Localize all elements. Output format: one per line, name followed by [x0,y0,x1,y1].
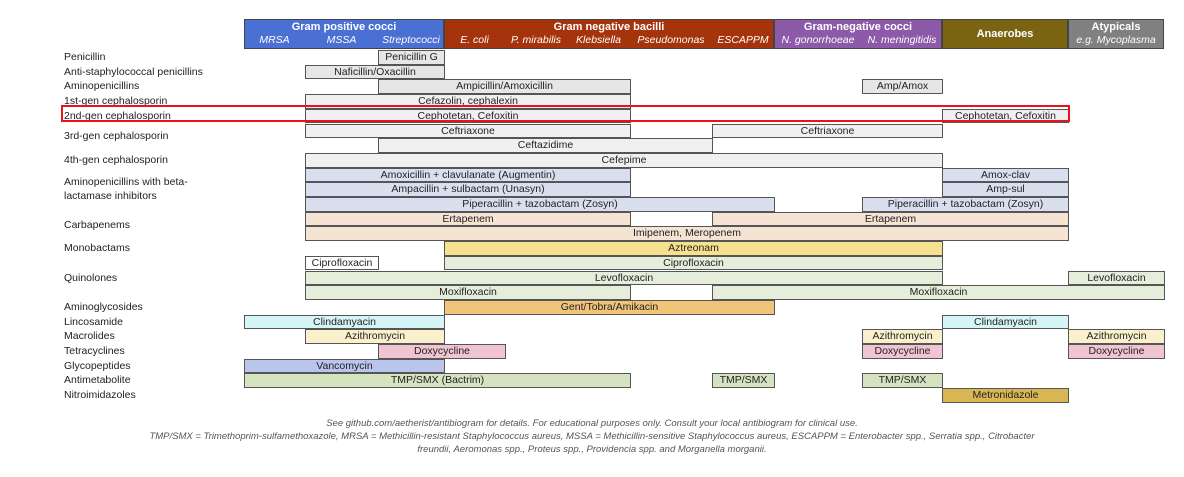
drug-bar: Ertapenem [305,211,631,227]
drug-bar: Naficillin/Oxacillin [305,64,445,80]
organism-column-header: Klebsiella [576,34,621,46]
drug-bar: Metronidazole [942,388,1069,403]
drug-bar: Azithromycin [1068,329,1165,344]
drug-bar: TMP/SMX [712,373,775,389]
drug-bar: Doxycycline [378,344,506,359]
drug-bar: Ertapenem [712,211,1069,227]
drug-class-label: Anti-staphylococcal penicillins [64,65,203,78]
drug-class-label: Carbapenems [64,218,130,231]
drug-bar: Ampicillin/Amoxicillin [378,79,631,95]
drug-bar: Amp/Amox [862,79,943,95]
drug-bar: Azithromycin [305,329,445,344]
drug-bar: Doxycycline [1068,344,1165,359]
drug-class-label: Macrolides [64,330,115,343]
drug-bar: Piperacillin + tazobactam (Zosyn) [305,197,775,212]
organism-column-header: ESCAPPM [717,34,769,46]
drug-class-label: Tetracyclines [64,345,125,357]
drug-bar: Moxifloxacin [305,285,631,300]
drug-class-label: Aminopenicillins with beta- [64,175,188,188]
drug-class-label: Monobactams [64,242,130,255]
organism-column-header: e.g. Mycoplasma [1076,34,1156,46]
drug-class-label: 2nd-gen cephalosporin [64,109,171,122]
drug-class-label: lactamase inhibitors [64,189,157,202]
drug-class-label: 1st-gen cephalosporin [64,95,168,108]
drug-bar: Amoxicillin + clavulanate (Augmentin) [305,167,631,183]
drug-bar: Ceftazidime [378,138,713,153]
footnote: freundii, Aeromonas spp., Proteus spp., … [417,444,767,455]
drug-class-label: Antimetabolite [64,374,131,387]
organism-column-header: N. gonorrhoeae [781,34,855,46]
organism-column-header: MRSA [259,34,290,46]
drug-bar: Ciprofloxacin [444,255,943,271]
drug-class-label: Glycopeptides [64,359,131,372]
drug-bar: Levofloxacin [1068,270,1165,286]
organism-column-header: E. coli [460,34,489,46]
drug-class-label: Aminoglycosides [64,300,143,313]
drug-bar: Doxycycline [862,344,943,359]
drug-class-label: Aminopenicillins [64,80,140,93]
drug-bar: Azithromycin [862,329,943,344]
drug-class-label: 4th-gen cephalosporin [64,153,168,166]
drug-class-label: Nitroimidazoles [64,389,136,402]
drug-class-label: Penicillin [64,51,106,63]
drug-bar: Clindamyacin [244,314,445,330]
drug-bar: Aztreonam [444,241,943,256]
drug-bar: Vancomycin [244,358,445,374]
drug-bar: Gent/Tobra/Amikacin [444,299,775,315]
drug-bar: Amp-sul [942,182,1069,197]
group-header: Gram positive cocci [244,19,444,49]
drug-bar: Amox-clav [942,167,1069,183]
group-header: Gram negative bacilli [444,19,774,49]
drug-bar: Penicillin G [378,50,445,65]
group-header: Gram-negative cocci [774,19,942,49]
organism-column-header: P. mirabilis [511,34,561,46]
drug-bar: TMP/SMX [862,373,943,389]
drug-bar: Levofloxacin [305,270,943,286]
drug-bar: Piperacillin + tazobactam (Zosyn) [862,197,1069,212]
drug-bar: Imipenem, Meropenem [305,226,1069,242]
organism-column-header: N. meningitidis [867,34,937,46]
organism-column-header: Pseudomonas [637,34,705,46]
organism-column-header: MSSA [326,34,357,46]
group-header: Atypicals [1068,19,1164,49]
footnote: See github.com/aetherist/antibiogram for… [326,418,858,429]
group-header: Anaerobes [942,19,1068,49]
drug-bar: Ceftriaxone [712,123,943,139]
organism-column-header: Streptococci [382,34,440,46]
drug-class-label: Lincosamide [64,315,123,328]
highlight-box [61,104,1070,122]
drug-class-label: Quinolones [64,271,118,284]
footnote: TMP/SMX = Trimethoprim-sulfamethoxazole,… [149,431,1035,442]
drug-bar: Moxifloxacin [712,285,1165,300]
drug-bar: Ciprofloxacin [305,255,379,271]
drug-bar: Ceftriaxone [305,123,631,139]
drug-bar: TMP/SMX (Bactrim) [244,373,631,389]
drug-bar: Ampacillin + sulbactam (Unasyn) [305,182,631,197]
drug-bar: Clindamyacin [942,314,1069,330]
drug-bar: Cefepime [305,152,943,168]
drug-class-label: 3rd-gen cephalosporin [64,130,169,143]
